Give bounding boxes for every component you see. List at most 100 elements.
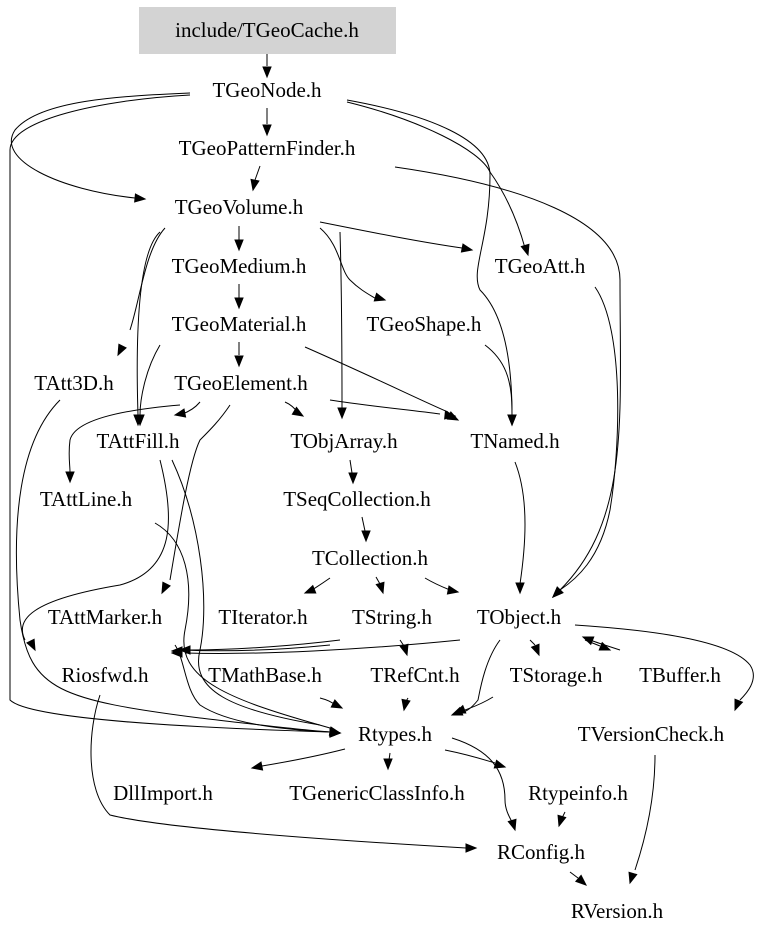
node-TGeoCache[interactable]: include/TGeoCache.h	[139, 7, 396, 54]
node-label: Riosfwd.h	[62, 663, 149, 687]
node-TGeoMaterial[interactable]: TGeoMaterial.h	[172, 312, 307, 336]
node-label: TAttLine.h	[40, 487, 133, 511]
root-node-box	[139, 7, 396, 54]
edge-TGeoElement-to-TAttMarker	[169, 404, 231, 581]
node-label: TCollection.h	[312, 546, 429, 570]
edge-TString-to-Riosfwd	[181, 644, 331, 652]
arrowhead-TObject-to-Riosfwd	[170, 648, 183, 658]
arrowhead-TGeoElement-to-TAttLine	[65, 471, 75, 484]
node-TIterator[interactable]: TIterator.h	[218, 605, 308, 629]
edge-TGeoVolume-to-TAttFill	[136, 231, 161, 416]
arrowhead-TGeoCache-to-TGeoNode	[262, 66, 272, 79]
edge-TGeoAtt-to-TObject	[559, 286, 619, 591]
arrowhead-TGeoShape-to-TNamed	[507, 414, 517, 427]
arrowheads-layer	[26, 66, 744, 886]
edge-TObject-to-Rtypes	[459, 639, 501, 714]
arrowhead-TCollection-to-TObject	[446, 585, 460, 595]
node-TAttMarker[interactable]: TAttMarker.h	[48, 605, 163, 629]
node-label: TStorage.h	[510, 663, 603, 687]
node-label: TSeqCollection.h	[283, 487, 431, 511]
node-label: TGeoNode.h	[212, 78, 322, 102]
node-TGeoShape[interactable]: TGeoShape.h	[367, 312, 482, 336]
arrowhead-TGeoVolume-to-TGeoAtt	[460, 243, 474, 253]
node-RVersion[interactable]: RVersion.h	[571, 899, 664, 923]
node-label: TIterator.h	[218, 605, 308, 629]
edge-TCollection-to-TObject	[424, 577, 451, 591]
node-label: RConfig.h	[497, 840, 586, 864]
node-TGeoVolume[interactable]: TGeoVolume.h	[175, 195, 304, 219]
node-TMathBase[interactable]: TMathBase.h	[208, 663, 322, 687]
arrowhead-TGeoNode-to-TGeoAtt	[520, 243, 530, 257]
node-TSeqCollection[interactable]: TSeqCollection.h	[283, 487, 431, 511]
node-TObject[interactable]: TObject.h	[477, 605, 562, 629]
node-TStorage[interactable]: TStorage.h	[510, 663, 603, 687]
node-label: TGeoShape.h	[367, 312, 482, 336]
edges-layer	[9, 52, 754, 879]
node-TBuffer[interactable]: TBuffer.h	[639, 663, 721, 687]
edge-TGeoVolume-to-TGeoAtt	[319, 221, 463, 249]
node-TGeoPatternFinder[interactable]: TGeoPatternFinder.h	[179, 136, 356, 160]
node-TAttFill[interactable]: TAttFill.h	[97, 429, 180, 453]
arrowhead-TGeoMedium-to-TGeoMaterial	[234, 297, 244, 310]
node-Rtypes[interactable]: Rtypes.h	[358, 722, 433, 746]
node-TGeoMedium[interactable]: TGeoMedium.h	[172, 254, 307, 278]
edge-TGeoVolume-to-TObjArray	[339, 231, 343, 409]
arrowhead-TGeoMaterial-to-TGeoElement	[234, 355, 244, 368]
arrowhead-TObject-to-TStorage	[530, 643, 540, 657]
edge-TSeqCollection-to-TCollection	[361, 516, 366, 532]
arrowhead-TGeoVolume-to-TAtt3D	[117, 343, 127, 357]
arrowhead-TGeoNode-to-TGeoPatternFinder	[262, 124, 272, 137]
node-TCollection[interactable]: TCollection.h	[312, 546, 429, 570]
edge-TObject-to-TVersionCheck	[574, 624, 754, 701]
node-TObjArray[interactable]: TObjArray.h	[290, 429, 398, 453]
edge-TObject-to-TStorage	[529, 639, 536, 646]
arrowhead-Riosfwd-to-RConfig	[465, 843, 478, 853]
arrowhead-TGeoMaterial-to-TAttFill	[135, 414, 145, 427]
node-label: TRefCnt.h	[370, 663, 460, 687]
node-Riosfwd[interactable]: Riosfwd.h	[62, 663, 149, 687]
arrowhead-TGeoElement-to-TObjArray	[291, 406, 305, 417]
edge-TGeoVolume-to-TGeoShape	[319, 227, 379, 301]
node-TRefCnt[interactable]: TRefCnt.h	[370, 663, 460, 687]
arrowhead-TRefCnt-to-Rtypes	[401, 698, 411, 712]
node-TString[interactable]: TString.h	[352, 605, 432, 629]
node-TVersionCheck[interactable]: TVersionCheck.h	[578, 722, 725, 746]
node-label: TObjArray.h	[290, 429, 398, 453]
node-TAtt3D[interactable]: TAtt3D.h	[34, 371, 114, 395]
edge-TAttFill-to-Riosfwd	[21, 459, 169, 641]
node-TGeoElement[interactable]: TGeoElement.h	[174, 371, 308, 395]
arrowhead-TGeoNode-to-TGeoVolume	[134, 193, 147, 203]
edge-Rtypes-to-RConfig	[451, 737, 513, 823]
node-TAttLine[interactable]: TAttLine.h	[40, 487, 133, 511]
node-TGeoAtt[interactable]: TGeoAtt.h	[495, 254, 586, 278]
node-label: TAttMarker.h	[48, 605, 163, 629]
edge-TObjArray-to-TSeqCollection	[349, 459, 353, 474]
node-Rtypeinfo[interactable]: Rtypeinfo.h	[528, 781, 628, 805]
arrowhead-Rtypes-to-DllImport	[250, 761, 264, 771]
edge-TGeoNode-to-TGeoAtt	[346, 101, 526, 249]
node-label: TObject.h	[477, 605, 562, 629]
node-label: DllImport.h	[113, 781, 213, 805]
edge-TGeoMaterial-to-TAttFill	[139, 344, 161, 416]
node-TNamed[interactable]: TNamed.h	[470, 429, 560, 453]
node-label: TAttFill.h	[97, 429, 180, 453]
arrowhead-TSeqCollection-to-TCollection	[361, 530, 371, 543]
arrowhead-TGeoPatternFinder-to-TGeoVolume	[250, 178, 260, 192]
node-TGeoNode[interactable]: TGeoNode.h	[212, 78, 322, 102]
arrowhead-Rtypes-to-TGenericClassInfo	[383, 758, 393, 771]
arrowhead-TObject-to-TBuffer	[598, 641, 612, 651]
edge-TStorage-to-Rtypes	[464, 696, 494, 711]
arrowhead-TGeoVolume-to-TGeoMedium	[234, 239, 244, 252]
node-label: TGeoPatternFinder.h	[179, 136, 356, 160]
node-DllImport[interactable]: DllImport.h	[113, 781, 213, 805]
arrowhead-TGeoVolume-to-TObjArray	[337, 407, 347, 420]
node-label: include/TGeoCache.h	[175, 18, 359, 42]
node-label: TGeoAtt.h	[495, 254, 586, 278]
arrowhead-TBuffer-to-TObject	[581, 636, 595, 646]
node-TGenericClassInfo[interactable]: TGenericClassInfo.h	[289, 781, 465, 805]
node-RConfig[interactable]: RConfig.h	[497, 840, 586, 864]
node-label: Rtypes.h	[358, 722, 433, 746]
node-label: TGeoMedium.h	[172, 254, 307, 278]
node-label: TVersionCheck.h	[578, 722, 725, 746]
arrowhead-TAttMarker-to-Rtypes	[329, 728, 342, 738]
